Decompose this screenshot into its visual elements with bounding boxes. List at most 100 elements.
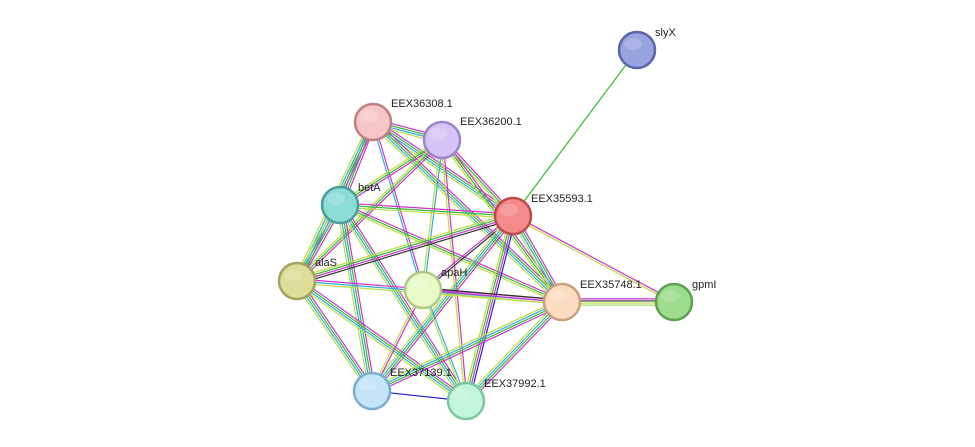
edge-evidence-line: [512, 216, 674, 304]
edge-evidence-line: [423, 140, 444, 291]
edge-evidence-line: [297, 216, 514, 283]
edge-evidence-line: [373, 217, 516, 394]
node-circle[interactable]: [446, 381, 486, 421]
node-circle[interactable]: [422, 120, 462, 160]
edge-EEX35748.1-EEX37992.1[interactable]: [463, 299, 565, 404]
network-edges: [293, 49, 675, 405]
node-circle[interactable]: [617, 30, 657, 70]
edge-evidence-line: [342, 204, 376, 391]
edge-evidence-line: [299, 278, 376, 390]
edge-evidence-line: [339, 206, 513, 219]
edge-evidence-line: [340, 202, 514, 215]
edge-EEX35748.1-EEX37139.1[interactable]: [370, 298, 564, 395]
node-circle[interactable]: [353, 102, 393, 142]
edge-evidence-line: [340, 204, 374, 391]
node-highlight: [410, 278, 428, 290]
edge-evidence-line: [463, 299, 561, 400]
edge-evidence-line: [296, 139, 443, 282]
node-label: EEX35748.1: [580, 279, 642, 291]
edge-betA-EEX37139.1[interactable]: [336, 204, 376, 392]
edge-slyX-EEX35593.1[interactable]: [512, 49, 638, 217]
edge-evidence-line: [297, 280, 374, 391]
edge-evidence-line: [340, 202, 564, 301]
edge-evidence-line: [339, 139, 443, 206]
node-circle[interactable]: [542, 282, 582, 322]
edge-evidence-line: [512, 49, 638, 217]
node-EEX37992.1[interactable]: EEX37992.1: [446, 378, 546, 421]
edge-evidence-line: [372, 302, 563, 393]
node-circle[interactable]: [352, 371, 392, 411]
edge-evidence-line: [342, 202, 470, 400]
node-label: EEX37139.1: [390, 367, 452, 379]
edge-evidence-line: [298, 277, 469, 399]
edge-EEX36200.1-apaH[interactable]: [421, 139, 444, 291]
edge-betA-EEX35593.1[interactable]: [339, 202, 514, 219]
edge-EEX35593.1-gpmI[interactable]: [512, 214, 675, 304]
edge-evidence-line: [371, 300, 562, 391]
node-circle[interactable]: [277, 261, 317, 301]
edge-evidence-line: [370, 214, 513, 391]
node-label: EEX36308.1: [391, 98, 453, 110]
node-label: betA: [358, 182, 381, 194]
node-label: gpmI: [692, 279, 716, 291]
node-gpmI[interactable]: gpmI: [654, 279, 716, 322]
edge-evidence-line: [339, 204, 563, 303]
edge-evidence-line: [339, 204, 514, 217]
node-apaH[interactable]: apaH: [403, 267, 467, 310]
edge-evidence-line: [298, 141, 444, 283]
edge-evidence-line: [464, 300, 562, 401]
node-highlight: [549, 290, 567, 302]
edge-apaH-EEX35748.1[interactable]: [422, 287, 563, 305]
edge-evidence-line: [338, 205, 372, 392]
edge-evidence-line: [336, 205, 370, 392]
edge-evidence-line: [336, 206, 464, 404]
edge-evidence-line: [421, 214, 513, 290]
edge-evidence-line: [423, 289, 468, 401]
edge-evidence-line: [370, 298, 561, 389]
node-EEX37139.1[interactable]: EEX37139.1: [352, 367, 452, 411]
edge-evidence-line: [440, 140, 466, 402]
node-highlight: [359, 379, 377, 391]
node-EEX35593.1[interactable]: EEX35593.1: [493, 193, 593, 236]
edge-evidence-line: [373, 304, 564, 395]
node-alaS[interactable]: alaS: [277, 257, 337, 301]
node-betA[interactable]: betA: [320, 182, 381, 225]
edge-EEX35593.1-EEX37139.1[interactable]: [369, 213, 516, 394]
edge-EEX35593.1-EEX37992.1[interactable]: [462, 215, 517, 402]
node-highlight: [327, 193, 345, 205]
node-slyX[interactable]: slyX: [617, 27, 676, 70]
edge-alaS-EEX37992.1[interactable]: [294, 277, 469, 405]
edge-evidence-line: [338, 205, 466, 402]
edge-evidence-line: [338, 206, 562, 305]
node-highlight: [661, 290, 679, 302]
edge-evidence-line: [340, 204, 468, 401]
node-EEX36308.1[interactable]: EEX36308.1: [353, 98, 453, 142]
node-circle[interactable]: [493, 196, 533, 236]
edge-betA-EEX35748.1[interactable]: [338, 202, 564, 305]
node-EEX36200.1[interactable]: EEX36200.1: [422, 116, 522, 160]
edge-evidence-line: [462, 215, 511, 401]
edge-apaH-EEX37992.1[interactable]: [421, 289, 468, 402]
node-highlight: [453, 389, 471, 401]
edge-evidence-line: [374, 118, 516, 214]
edge-evidence-line: [421, 290, 466, 402]
node-highlight: [624, 38, 642, 50]
edge-evidence-line: [293, 282, 370, 394]
edge-EEX36200.1-EEX37992.1[interactable]: [440, 139, 468, 402]
edge-evidence-line: [370, 123, 561, 305]
node-highlight: [360, 110, 378, 122]
edge-EEX35593.1-alaS[interactable]: [295, 212, 515, 285]
edge-evidence-line: [297, 218, 515, 285]
node-label: slyX: [655, 27, 676, 39]
edge-alaS-EEX37139.1[interactable]: [293, 278, 376, 394]
node-circle[interactable]: [654, 282, 694, 322]
node-circle[interactable]: [320, 185, 360, 225]
edge-betA-EEX37992.1[interactable]: [336, 202, 470, 404]
node-circle[interactable]: [403, 270, 443, 310]
node-label: alaS: [315, 257, 337, 269]
edge-evidence-line: [467, 303, 565, 404]
node-highlight: [500, 204, 518, 216]
node-EEX35748.1[interactable]: EEX35748.1: [542, 279, 642, 322]
